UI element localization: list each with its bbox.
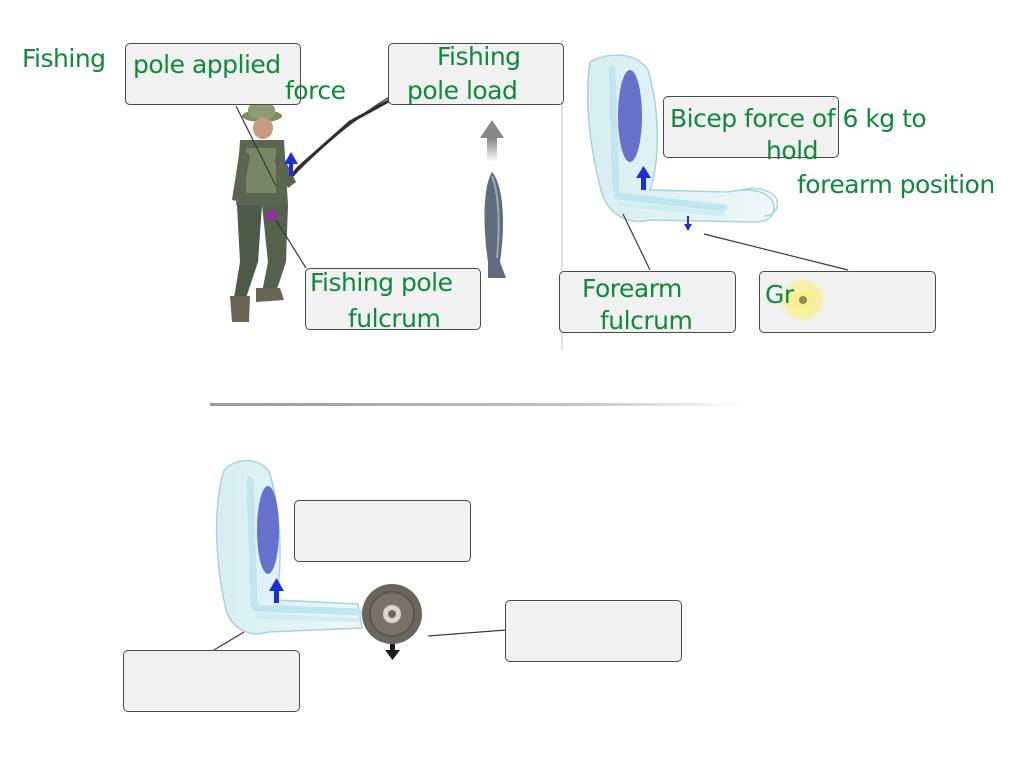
leader-line-fulcrum — [275, 219, 307, 269]
handwritten-label: Fishing pole — [310, 268, 453, 297]
handwritten-label-partial: Gr — [765, 280, 794, 309]
handwritten-label: fulcrum — [348, 304, 441, 333]
fulcrum-marker-icon — [265, 208, 279, 219]
weight-plate-icon — [362, 584, 422, 644]
label-box-forearm-fulcrum[interactable] — [559, 271, 736, 333]
leader-line-applied-force — [235, 105, 277, 187]
label-box-fulcrum[interactable] — [305, 268, 481, 330]
handwritten-label: pole applied — [133, 50, 281, 79]
handwritten-label: Forearm — [582, 274, 682, 303]
arm-bicep-figure-bottom — [215, 460, 364, 635]
arm-bicep-figure — [586, 54, 778, 223]
handwritten-label: Fishing — [22, 44, 106, 73]
handwritten-label: force — [285, 76, 346, 105]
cursor-highlight-icon — [781, 278, 825, 322]
empty-label-box-bicep[interactable] — [294, 500, 471, 562]
label-box-load[interactable] — [388, 43, 564, 105]
section-divider — [210, 403, 745, 406]
empty-label-box-fulcrum[interactable] — [123, 650, 300, 712]
handwritten-label: fulcrum — [600, 306, 693, 335]
leader-line-bottom-load — [427, 629, 507, 637]
fish-icon — [484, 172, 506, 278]
weight-load-arrow — [385, 644, 400, 660]
leader-line-forearm-fulcrum — [622, 213, 651, 271]
applied-force-arrow — [284, 152, 298, 176]
handwritten-label: forearm position — [797, 170, 995, 199]
label-box-applied-force[interactable] — [125, 43, 301, 105]
handwritten-label: Bicep force of 6 kg to — [670, 104, 927, 133]
load-arrow-small — [684, 216, 692, 231]
leader-line-load — [703, 233, 849, 271]
load-arrow — [480, 120, 504, 162]
panel-divider-vertical — [561, 40, 563, 350]
bicep-force-arrow — [636, 166, 651, 190]
label-box-bicep-force[interactable] — [663, 96, 839, 158]
leader-line-bottom-fulcrum — [213, 631, 245, 651]
empty-label-box-load[interactable] — [505, 600, 682, 662]
handwritten-label: hold — [766, 136, 818, 165]
handwritten-label: Fishing — [437, 42, 521, 71]
handwritten-label: pole load — [407, 76, 518, 105]
bicep-force-arrow-bottom — [269, 578, 284, 603]
